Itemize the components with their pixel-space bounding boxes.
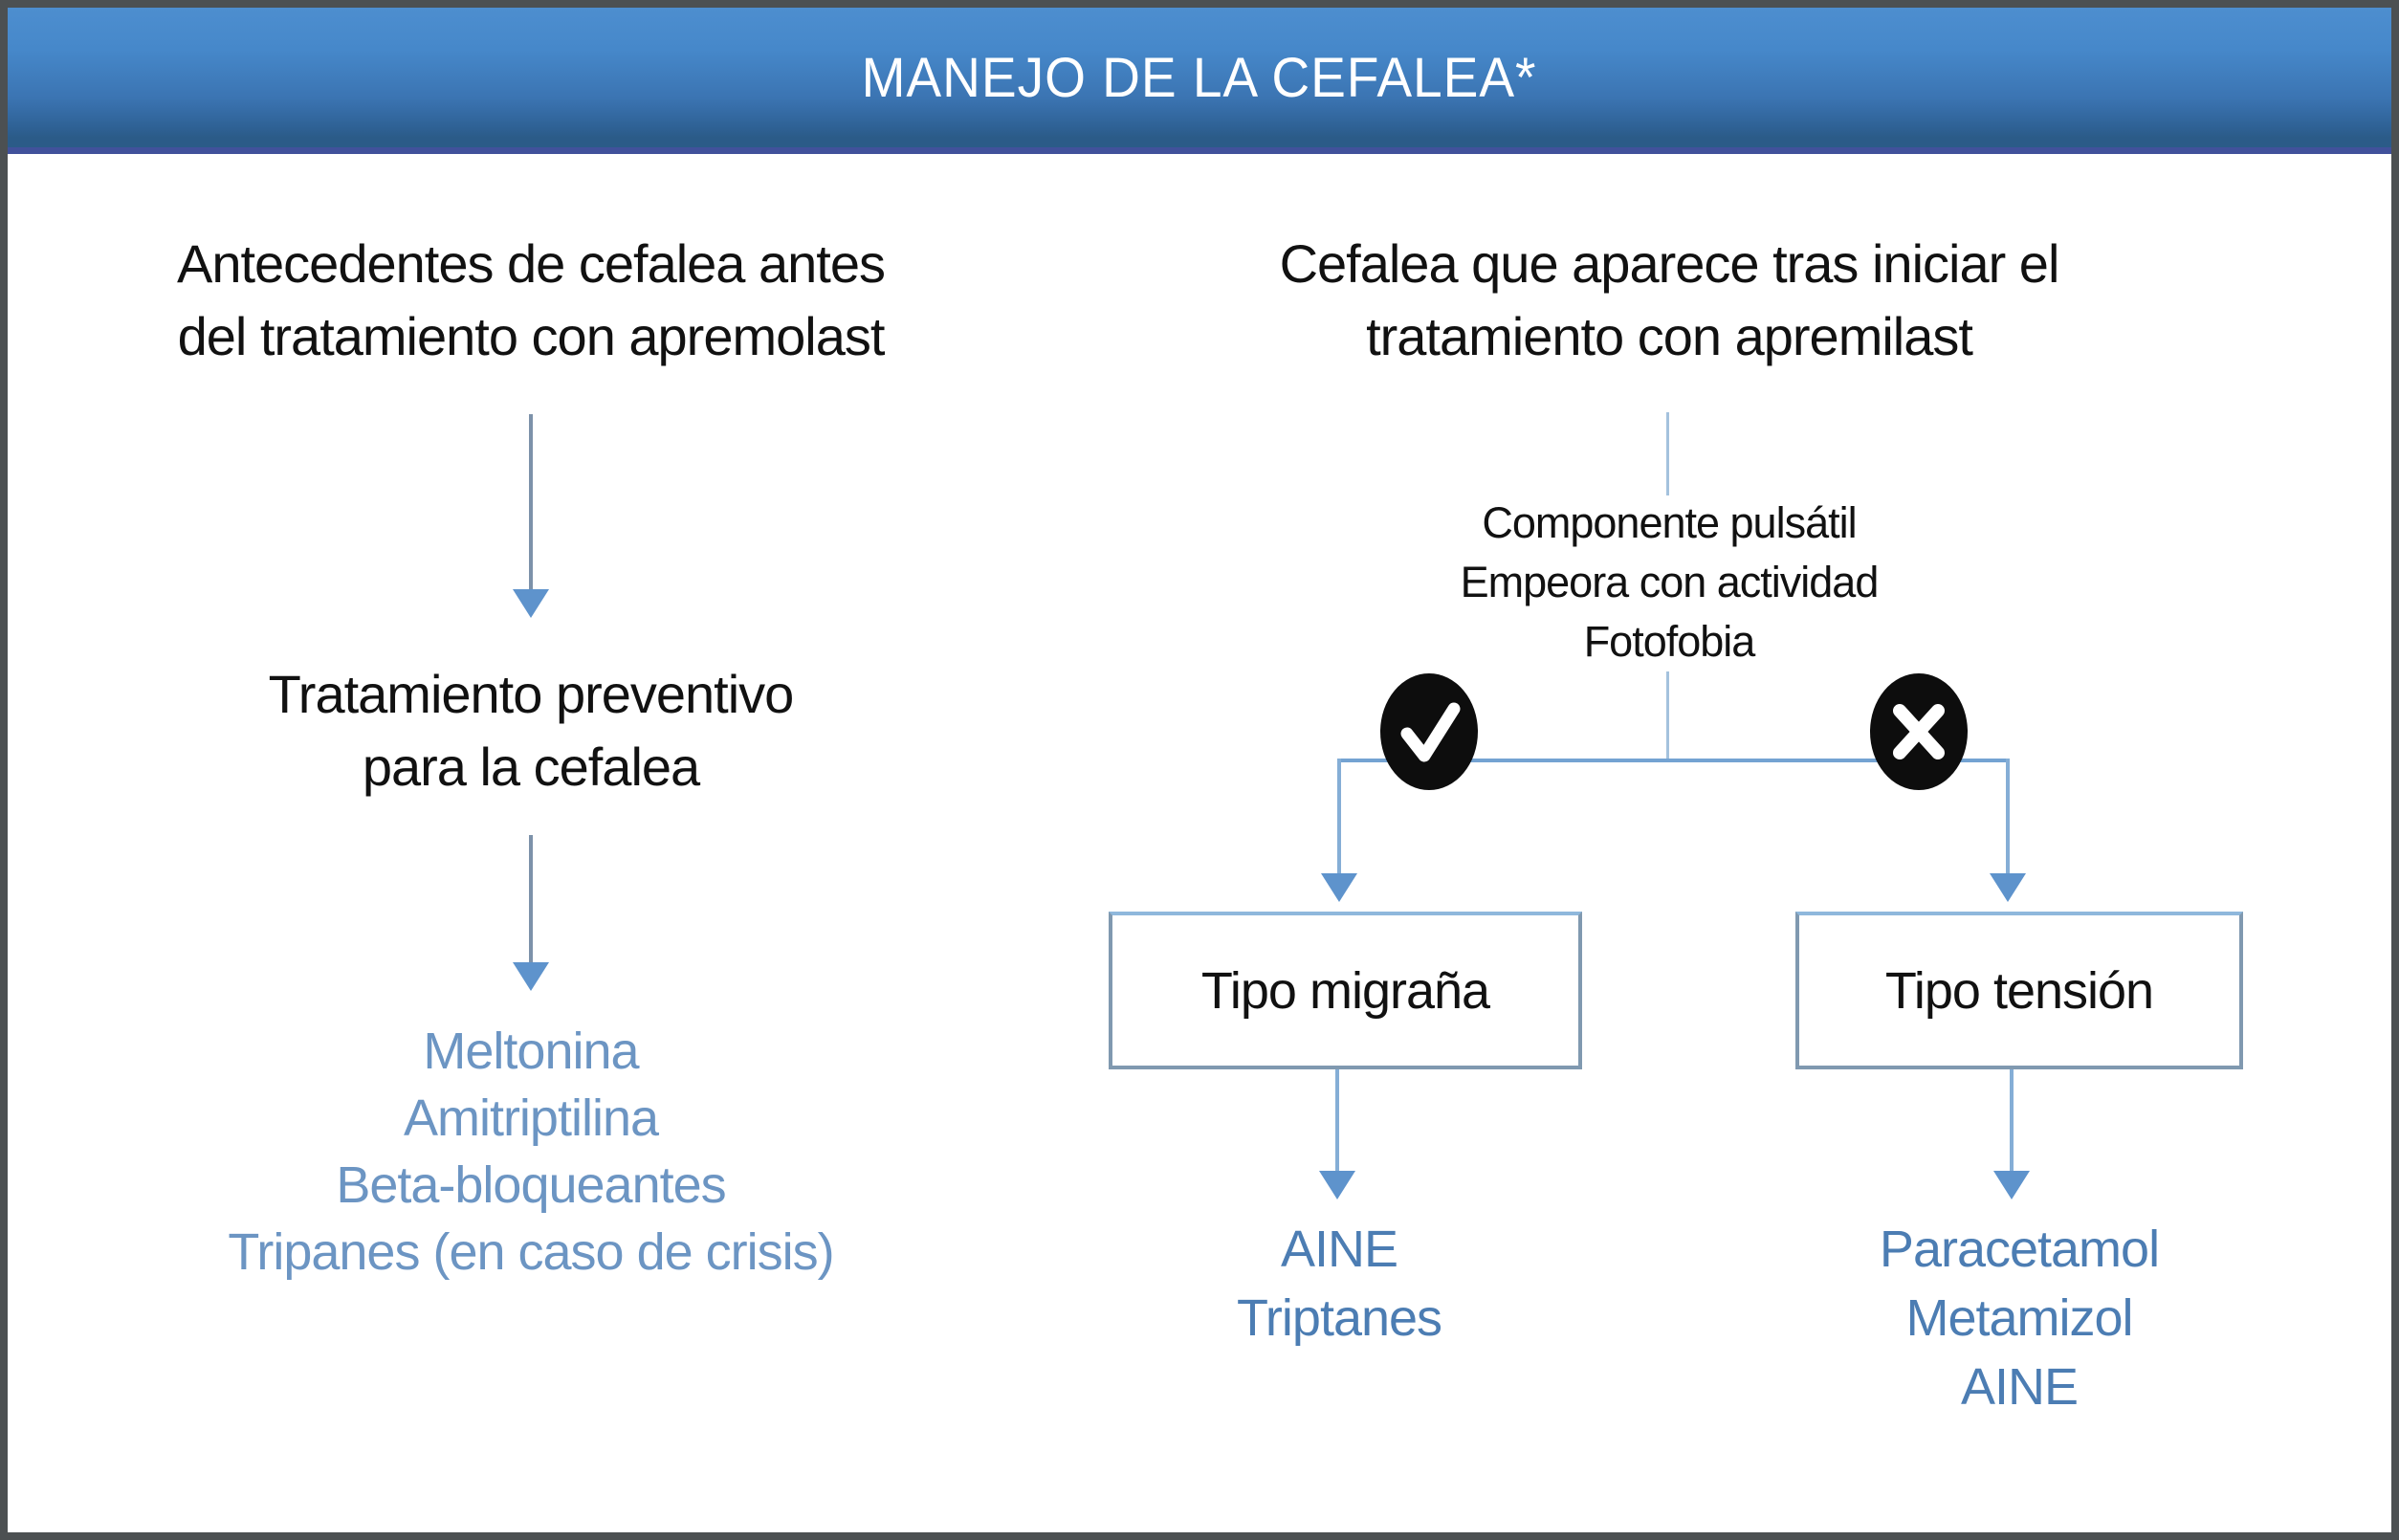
list-item: Meltonina [423,1023,639,1080]
title-banner: MANEJO DE LA CEFALEA* [8,8,2391,154]
left-action-text: Tratamiento preventivo para la cefalea [148,658,913,803]
right-stem-lower-line [1666,671,1669,762]
left-arrow-2-head [513,962,549,991]
left-arrow-2-line [529,835,533,964]
list-item: Tripanes (en caso de crisis) [228,1223,834,1281]
tension-type-label: Tipo tensión [1884,961,2154,1020]
left-arrow-1-line [529,414,533,591]
tension-branch-line [2006,759,2010,875]
list-item: Triptanes [1236,1289,1442,1347]
branch-split-line [1337,759,2010,762]
left-condition-text: Antecedentes de cefalea antes del tratam… [53,228,1009,373]
check-icon [1379,672,1479,791]
left-condition-line2: del tratamiento con apremolast [177,306,886,366]
list-item: AINE [1280,1221,1398,1278]
migraine-type-box: Tipo migraña [1109,912,1582,1069]
tension-type-box: Tipo tensión [1795,912,2243,1069]
list-item: Beta-bloqueantes [336,1156,726,1214]
right-condition-text: Cefalea que aparece tras iniciar el trat… [1191,228,2147,373]
symptom-item: Componente pulsátil [1482,498,1857,547]
tension-treatment-list: Paracetamol Metamizol AINE [1778,1215,2260,1421]
list-item: Paracetamol [1879,1221,2160,1278]
cross-icon [1869,672,1969,791]
symptom-item: Fotofobia [1583,617,1756,666]
right-condition-line1: Cefalea que aparece tras iniciar el [1279,233,2060,294]
tension-branch-arrowhead [1990,873,2026,902]
migraine-treatment-list: AINE Triptanes [1098,1215,1580,1353]
left-treatment-list: Meltonina Amitriptilina Beta-bloqueantes… [53,1018,1009,1286]
list-item: Amitriptilina [403,1089,659,1147]
tension-treatment-arrowhead [1993,1171,2030,1199]
symptom-list: Componente pulsátil Empeora con activida… [1287,494,2052,671]
tension-treatment-arrow-line [2010,1069,2014,1173]
migraine-branch-arrowhead [1321,873,1357,902]
migraine-treatment-arrowhead [1319,1171,1355,1199]
left-condition-line1: Antecedentes de cefalea antes [176,233,886,294]
left-arrow-1-head [513,589,549,618]
migraine-treatment-arrow-line [1335,1069,1339,1173]
left-action-line1: Tratamiento preventivo [268,664,795,724]
page-title: MANEJO DE LA CEFALEA* [862,46,1537,109]
right-stem-upper-line [1666,412,1669,495]
migraine-type-label: Tipo migraña [1200,961,1490,1020]
right-condition-line2: tratamiento con apremilast [1366,306,1973,366]
symptom-item: Empeora con actividad [1460,558,1880,606]
list-item: AINE [1960,1358,2079,1416]
list-item: Metamizol [1905,1289,2133,1347]
left-action-line2: para la cefalea [362,737,700,797]
migraine-branch-line [1337,759,1341,875]
